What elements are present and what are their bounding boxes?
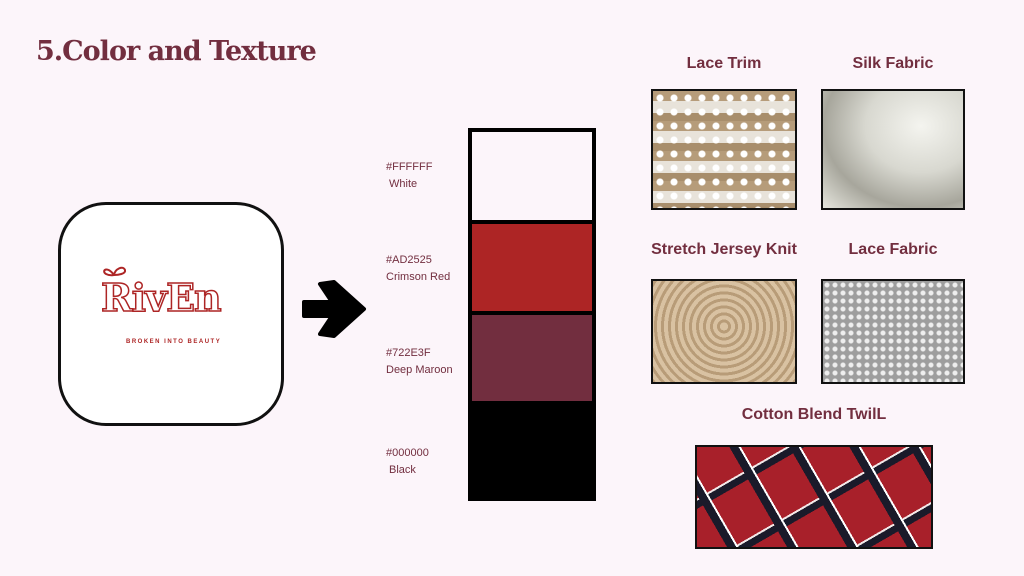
texture-image-cotton (695, 445, 933, 549)
swatch-crimson-red (472, 224, 592, 311)
color-palette (468, 128, 596, 501)
swatch-white (472, 132, 592, 220)
logo-card: RivEn BROKEN INTO BEAUTY (58, 202, 284, 426)
arrow-right-icon (302, 280, 366, 338)
texture-image-jersey (651, 279, 797, 384)
logo-tagline: BROKEN INTO BEAUTY (126, 339, 222, 345)
bow-icon (103, 266, 127, 277)
texture-title-silk: Silk Fabric (852, 55, 934, 72)
texture-title-jersey: Stretch Jersey Knit (651, 241, 797, 258)
swatch-deep-maroon (472, 315, 592, 401)
texture-title-cotton: Cotton Blend TwilL (741, 406, 887, 423)
texture-image-lace-fabric (821, 279, 965, 384)
texture-title-lace-trim: Lace Trim (686, 55, 762, 72)
swatch-black (472, 405, 592, 501)
texture-image-silk (821, 89, 965, 210)
texture-title-lace-fabric: Lace Fabric (848, 241, 938, 258)
logo-wordmark: RivEn (100, 274, 222, 321)
slide-title: 5.Color and Texture (36, 36, 317, 67)
texture-image-lace-trim (651, 89, 797, 210)
